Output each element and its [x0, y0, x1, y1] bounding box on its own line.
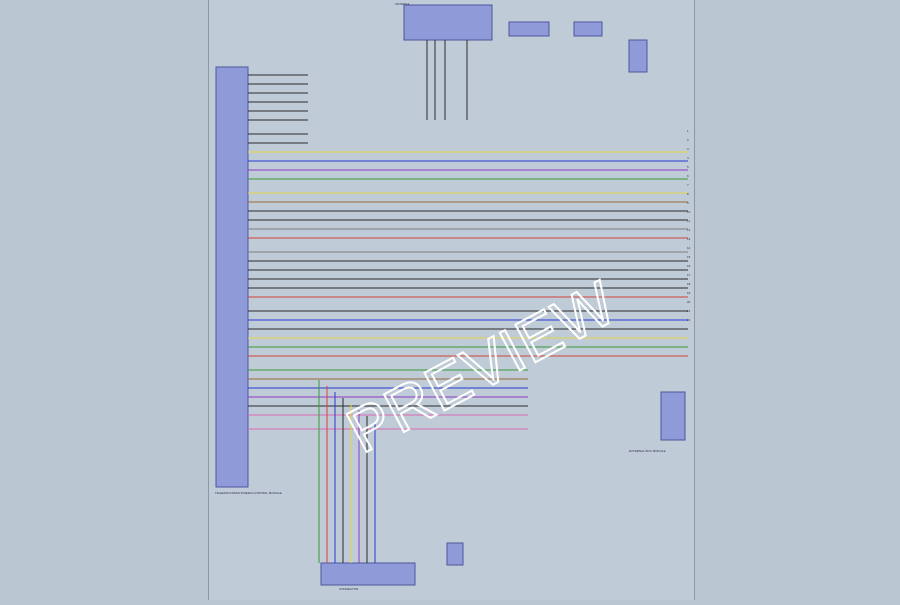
pin-number: 6 [687, 174, 689, 178]
wire-group [248, 40, 688, 563]
pin-number: 12 [687, 228, 691, 232]
top-antenna-module [403, 4, 493, 41]
pin-number: 4 [687, 156, 689, 160]
pin-number: 16 [687, 264, 691, 268]
pin-number: 22 [687, 318, 691, 322]
pin-number: 15 [687, 255, 691, 259]
pin-number: 13 [687, 237, 691, 241]
pin-number: 21 [687, 309, 691, 313]
wiring-diagram: TELEMATICS/MULTIMEDIA CONTROL MODULE ANT… [215, 2, 691, 591]
pin-number: 17 [687, 273, 691, 277]
bottom-connector [320, 562, 416, 586]
pin-number: 19 [687, 291, 691, 295]
top-connector-3 [628, 39, 648, 73]
pin-number: 11 [687, 219, 690, 223]
side-connector-label: EXTERNAL BOX MODULE [629, 449, 666, 453]
top-connector-1 [508, 21, 550, 37]
pin-number: 3 [687, 147, 689, 151]
pin-number: 8 [687, 192, 689, 196]
pin-number: 20 [687, 300, 691, 304]
left-module-label: TELEMATICS/MULTIMEDIA CONTROL MODULE [215, 491, 282, 495]
side-connector [660, 391, 686, 441]
pin-number: 1 [687, 129, 689, 133]
top-module-label: ANTENNA [395, 2, 409, 6]
pin-number: 10 [687, 210, 691, 214]
left-control-module [215, 66, 249, 488]
pin-number: 7 [687, 183, 689, 187]
pin-number: 5 [687, 165, 689, 169]
wiring-diagram-sheet: TELEMATICS/MULTIMEDIA CONTROL MODULE ANT… [208, 0, 695, 600]
small-bottom-box [446, 542, 464, 566]
pin-number: 14 [687, 246, 691, 250]
top-connector-2 [573, 21, 603, 37]
pin-number: 18 [687, 282, 691, 286]
bottom-connector-label: CONNECTOR [339, 587, 359, 591]
pin-number: 2 [687, 138, 689, 142]
pin-number: 9 [687, 201, 689, 205]
